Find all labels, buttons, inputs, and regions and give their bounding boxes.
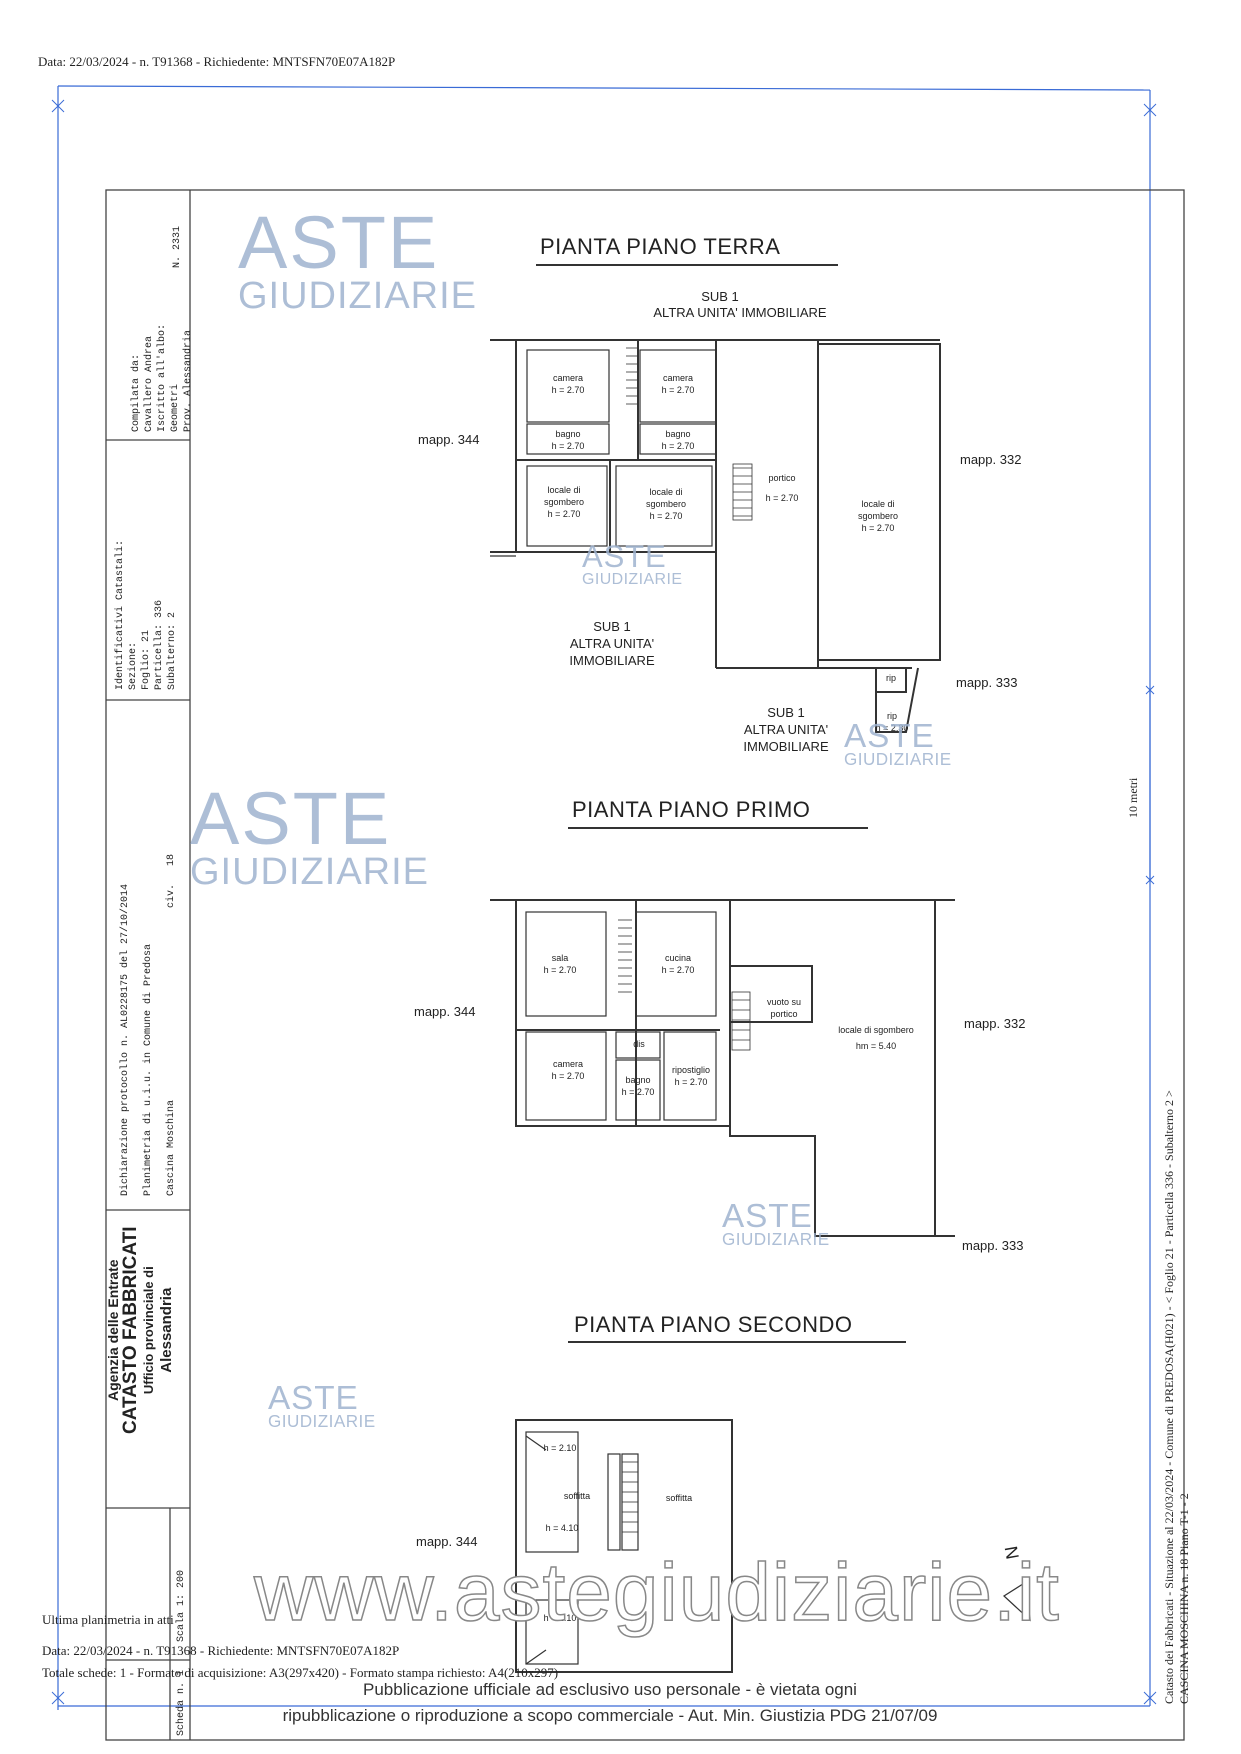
sub1-left-line: IMMOBILIARE <box>569 653 655 668</box>
mapp-333-first: mapp. 333 <box>962 1238 1024 1253</box>
room-label: soffitta <box>563 1491 591 1501</box>
sub1-left-line: SUB 1 <box>593 619 631 634</box>
title-ground-floor: PIANTA PIANO TERRA <box>540 234 781 259</box>
room-label: vuoto su portico <box>766 997 802 1019</box>
footer-totale-line: Totale schede: 1 - Formato di acquisizio… <box>42 1665 559 1680</box>
sidebar-scala: Scala 1: 200 <box>176 1569 187 1642</box>
sub1-top-label: SUB 1 <box>701 289 739 304</box>
sidebar-agenzia: Agenzia delle Entrate CATASTO FABBRICATI… <box>105 1226 175 1434</box>
sidebar-compilata: Compilata da: Cavallero Andrea Iscritto … <box>131 323 194 432</box>
mapp-333-ground: mapp. 333 <box>956 675 1018 690</box>
room-label: h = 2.10 <box>543 1613 577 1623</box>
mapp-332-first: mapp. 332 <box>964 1016 1026 1031</box>
footer-ultima: Ultima planimetria in atti <box>42 1612 174 1627</box>
sub1-bottom-line: SUB 1 <box>767 705 805 720</box>
sub1-left-line: ALTRA UNITA' <box>569 636 655 651</box>
scale-metri: 10 metri <box>1126 777 1140 818</box>
sub1-top-label-2: ALTRA UNITA' IMMOBILIARE <box>653 305 827 320</box>
footer-publication-1: Pubblicazione ufficiale ad esclusivo uso… <box>363 1680 857 1699</box>
mapp-332-ground: mapp. 332 <box>960 452 1022 467</box>
mapp-344-first: mapp. 344 <box>414 1004 476 1019</box>
sidebar-n-value: N. 2331 <box>172 225 183 268</box>
title-first-floor: PIANTA PIANO PRIMO <box>572 797 811 822</box>
header-top-line: Data: 22/03/2024 - n. T91368 - Richieden… <box>38 54 396 69</box>
room-label: h = 2.10 <box>543 1443 577 1453</box>
room-label: h = 4.10 <box>545 1523 579 1533</box>
mapp-344-second: mapp. 344 <box>416 1534 478 1549</box>
right-margin-info: Catasto dei Fabbricati - Situazione al 2… <box>1162 1090 1191 1704</box>
watermark-site: www.astegiudiziarie.it <box>253 1546 1060 1639</box>
footer-data-line: Data: 22/03/2024 - n. T91368 - Richieden… <box>42 1643 400 1658</box>
mapp-344-ground: mapp. 344 <box>418 432 480 447</box>
sidebar-identificativi: Identificativi Catastali: Sezione: Fogli… <box>115 539 178 690</box>
room-label: dis <box>633 1039 645 1049</box>
sub1-bottom-line: IMMOBILIARE <box>743 739 829 754</box>
room-label: rip <box>885 673 896 683</box>
title-second-floor: PIANTA PIANO SECONDO <box>574 1312 853 1337</box>
sidebar-dichiarazione: Dichiarazione protocollo n. AL0228175 de… <box>120 853 177 1196</box>
room-label: soffitta <box>665 1493 693 1503</box>
sub1-bottom-block: SUB 1 ALTRA UNITA' IMMOBILIARE <box>726 704 846 755</box>
footer-publication-2: ripubblicazione o riproduzione a scopo c… <box>282 1706 938 1725</box>
sub1-bottom-line: ALTRA UNITA' <box>743 722 829 737</box>
sub1-left-block: SUB 1 ALTRA UNITA' IMMOBILIARE <box>552 618 672 669</box>
